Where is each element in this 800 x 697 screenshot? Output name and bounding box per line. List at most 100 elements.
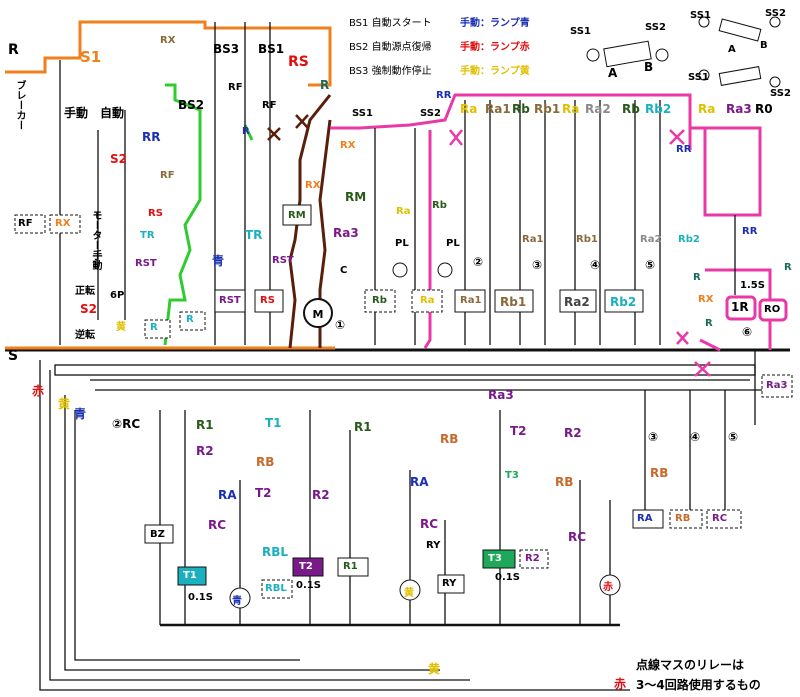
ss2-top (769, 16, 781, 28)
r2-box-label: R2 (525, 553, 540, 564)
bs1-label: BS1 (258, 42, 285, 56)
rb-box (364, 289, 396, 313)
t15-label: 1.5S (740, 280, 765, 291)
blue-label: 青 (74, 407, 87, 421)
rs-box-label: RS (260, 295, 275, 306)
s2-label-top: S2 (110, 152, 127, 166)
switch-ss1-label: SS1 (570, 26, 591, 37)
circle2-upper: ② (473, 255, 484, 269)
motor-symbol (303, 298, 333, 328)
circle5-lower: ⑤ (728, 430, 739, 444)
note-line2: 3～4回路使用するもの (636, 678, 761, 692)
blue-lamp-label: 青 (232, 596, 242, 607)
yellow-label: 黄 (58, 397, 71, 411)
circle3-lower: ③ (648, 430, 659, 444)
r-box-label-1: R (150, 322, 158, 333)
rb-label-1: RB (256, 455, 275, 469)
motor-label: M (313, 308, 324, 321)
ss1-top (698, 16, 710, 28)
r-box-label-2: R (186, 314, 194, 325)
rb-label-4: RB (650, 466, 669, 480)
circle5-upper: ⑤ (645, 258, 656, 272)
ra1-top: Ra1 (485, 102, 511, 116)
switch-ss1-top: SS1 (690, 10, 711, 21)
r1-box (337, 557, 369, 577)
rst-box (214, 289, 246, 313)
ra1-box (454, 289, 486, 313)
brown-x-marks (267, 114, 309, 141)
t2-label-top: T2 (255, 486, 272, 500)
ra-box-label: Ra (420, 295, 435, 306)
switch-ss2-label: SS2 (645, 22, 666, 33)
rx-label-top: RX (160, 35, 176, 46)
t1-box (177, 566, 207, 586)
reverse-label: 逆転 (75, 330, 95, 341)
yellow-label-left: 黄 (116, 322, 126, 333)
rr-label-top: RR (436, 90, 452, 101)
rb2-box (604, 289, 644, 313)
rst-box-label: RST (219, 295, 241, 306)
rb1-box (494, 289, 534, 313)
switch-a-lever (603, 40, 652, 68)
yellow-label-bottom: 黄 (428, 662, 441, 676)
ra-box (411, 289, 443, 313)
s1-label: S1 (80, 48, 102, 66)
one-r-box (725, 295, 757, 321)
rc-box-label: RC (712, 513, 728, 524)
green-path (163, 83, 254, 346)
circle3-upper: ③ (532, 258, 543, 272)
ra3-top: Ra3 (726, 102, 752, 116)
rr-label-right2: RR (742, 226, 758, 237)
t2-box (292, 557, 324, 577)
rst-label-left: RST (135, 258, 157, 269)
x-marks (449, 129, 711, 377)
bs3-label: BS3 (213, 42, 240, 56)
ry-box (437, 574, 465, 594)
c-label: C (340, 265, 348, 276)
ry-label-top: RY (426, 540, 441, 551)
legend-bs3: BS3 強制動作停止 (349, 66, 432, 77)
bz-label: BZ (150, 529, 165, 540)
yellow-lamp-label: 黄 (404, 588, 414, 599)
r0-top: R0 (755, 102, 773, 116)
blue-lamp (229, 587, 251, 609)
ra2-box-label: Ra2 (564, 295, 590, 309)
ry-box-label: RY (442, 578, 457, 589)
ss2-bottom (769, 76, 781, 88)
switch-b-lever (718, 18, 762, 42)
red-lamp-label: 赤 (603, 582, 613, 593)
ra1-mid: Ra1 (522, 234, 544, 245)
bs2-label: BS2 (178, 98, 205, 112)
ra-label-small: Ra (396, 206, 411, 217)
rm-box (282, 204, 312, 226)
ra-label-1: RA (218, 488, 237, 502)
legend-red: 手動：ランプ赤 (460, 42, 530, 53)
ro-box (758, 298, 788, 322)
ra2-box (559, 289, 597, 313)
ss2-terminal (655, 48, 669, 62)
pink-path (330, 93, 772, 352)
rb-top: Rb (512, 102, 530, 116)
circle4-lower: ④ (690, 430, 701, 444)
t3-time: 0.1S (495, 572, 520, 583)
rs-label-left: RS (148, 208, 163, 219)
rx-label-mid: RX (340, 140, 356, 151)
rc-label-2: RC (420, 517, 439, 531)
rf-label-top2: RF (262, 100, 277, 111)
rx-label-right: RX (698, 294, 714, 305)
t3-box (482, 549, 516, 569)
switch-a-top: A (728, 44, 736, 55)
ss1-label: SS1 (352, 108, 373, 119)
r-label-mid: R (242, 126, 250, 137)
rc-label-3: RC (568, 530, 587, 544)
rb-label-small: Rb (432, 200, 447, 211)
ra3-lower-label: Ra3 (488, 388, 514, 402)
tr-label-mid: TR (245, 228, 263, 242)
rb1-box-label: Rb1 (500, 295, 527, 309)
ra-top-2: Ra (562, 102, 580, 116)
rb1-top: Rb1 (534, 102, 561, 116)
circle6-label: ⑥ (742, 325, 753, 339)
ra1-box-label: Ra1 (460, 295, 482, 306)
